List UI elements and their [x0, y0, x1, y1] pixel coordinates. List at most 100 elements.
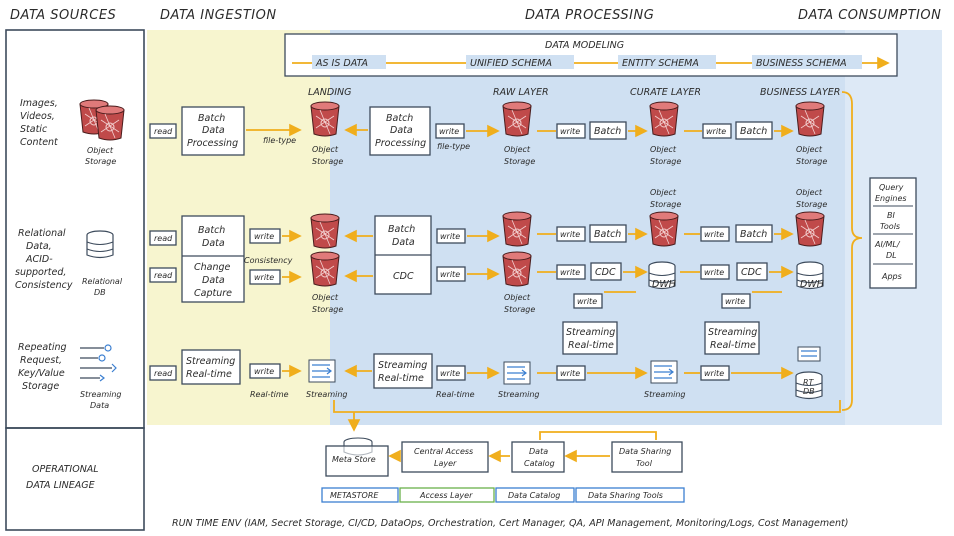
raw-write-row2b-label: write: [560, 268, 580, 277]
curate-streaming-rt-label: Streaming Real-time: [708, 327, 760, 351]
ingest-file-type-label: file-type: [263, 136, 296, 145]
proc-write-row1-label: write: [439, 127, 459, 136]
central-access-layer-box: [401, 441, 489, 473]
curate-streaming-label: Streaming: [644, 390, 686, 399]
data-catalog-box: [511, 441, 565, 473]
query-engines-label: Query Engines: [875, 183, 907, 203]
raw-batch-row2-label: Batch: [594, 229, 621, 240]
ingest-consistency-label: Consistency: [244, 256, 293, 265]
curate-write-row2c: [721, 293, 751, 309]
header-data-ingestion: DATA INGESTION: [160, 8, 277, 23]
batch-data-processing-label: Batch Data Processing: [187, 113, 238, 149]
ingest-streaming-label: Streaming Real-time: [186, 356, 238, 380]
curate-write-row3-label: write: [704, 369, 724, 378]
proc-cdc-label: CDC: [393, 271, 414, 282]
raw-streaming-rt-box: [562, 321, 618, 355]
ingest-cdc-label: Change Data Capture: [194, 262, 233, 299]
curate-write-row2b: [700, 264, 730, 280]
ingest-write-row2b-label: write: [254, 273, 274, 282]
raw-write-row2a-label: write: [560, 230, 580, 239]
unified-schema-label: UNIFIED SCHEMA: [470, 58, 552, 69]
business-layer-label: BUSINESS LAYER: [760, 87, 840, 98]
proc-real-time-label: Real-time: [436, 390, 475, 399]
raw-object-storage-row1-icon: [502, 101, 532, 137]
ingest-read-row2a: [149, 230, 177, 246]
curate-streaming-icon: [650, 360, 678, 384]
ingest-read-row3-label: read: [154, 369, 173, 378]
proc-write-row2b: [436, 266, 466, 282]
legend-metastore-label: METASTORE: [330, 491, 379, 500]
business-schema-label: BUSINESS SCHEMA: [756, 58, 847, 69]
landing-streaming-icon: [308, 359, 336, 383]
proc-batch-dp-box: [369, 106, 431, 156]
raw-batch-row1-label: Batch: [594, 126, 621, 137]
source-row1-text: Images, Videos, Static Content: [20, 98, 61, 148]
curate-write-row1-label: write: [706, 127, 726, 136]
source-streaming-data-label: Streaming Data: [80, 390, 124, 410]
batch-data-processing-box: [181, 106, 245, 156]
source-relational-db-label: Relational DB: [82, 277, 125, 297]
ai-ml-dl-label: AI/ML/ DL: [874, 240, 902, 260]
proc-batch-dp-label: Batch Data Processing: [375, 113, 426, 149]
landing-object-storage-row2-label: Object Storage: [312, 293, 343, 314]
raw-write-row2b: [556, 264, 586, 280]
legend-data-sharing-tools: [575, 487, 685, 503]
raw-streaming-rt-label: Streaming Real-time: [566, 327, 618, 351]
proc-write-row1: [435, 123, 465, 139]
curate-layer-label: CURATE LAYER: [630, 87, 701, 98]
raw-batch-row1: [589, 121, 627, 140]
raw-cdc-row2-label: CDC: [595, 267, 616, 278]
source-row2-text: Relational Data, ACID- supported, Consis…: [15, 228, 73, 291]
curate-batch-row1: [735, 121, 773, 140]
lineage-frame: [5, 427, 145, 531]
data-sharing-tool-box: [611, 441, 683, 473]
curate-object-storage-row2-label: Object Storage: [650, 188, 681, 209]
curate-write-row2a-label: write: [704, 230, 724, 239]
header-data-sources: DATA SOURCES: [10, 8, 116, 23]
meta-store-label: Meta Store: [332, 455, 376, 464]
as-is-data-label: AS IS DATA: [315, 58, 368, 69]
header-data-processing: DATA PROCESSING: [525, 8, 654, 23]
raw-write-row3: [556, 365, 586, 381]
business-rt-db-label: RT DB: [803, 378, 816, 396]
raw-write-row3-label: write: [560, 369, 580, 378]
curate-object-storage-row1-icon: [649, 101, 679, 137]
curate-cdc-row2: [736, 262, 768, 281]
business-object-storage-row1-icon: [795, 101, 825, 137]
raw-streaming-label: Streaming: [498, 390, 540, 399]
curate-write-row2a: [700, 226, 730, 242]
ingest-write-row2a-label: write: [254, 232, 274, 241]
landing-object-storage-row2a-icon: [310, 213, 340, 249]
proc-write-row3: [436, 365, 466, 381]
ingest-write-row2a: [249, 228, 281, 244]
raw-layer-label: RAW LAYER: [493, 87, 549, 98]
curate-cdc-row2-label: CDC: [741, 267, 762, 278]
raw-write-row2c: [573, 293, 603, 309]
curate-dwh-label: DWH: [652, 279, 676, 290]
data-modeling-title: DATA MODELING: [545, 40, 624, 51]
source-relational-db-icon: [86, 230, 114, 259]
proc-write-row3-label: write: [440, 369, 460, 378]
ingest-write-row3: [249, 363, 281, 379]
business-rt-db-icon: [795, 346, 823, 400]
business-object-storage-row2-label: Object Storage: [796, 188, 827, 209]
raw-object-storage-row2a-icon: [502, 211, 532, 247]
proc-write-row2a-label: write: [440, 232, 460, 241]
proc-write-row2a: [436, 228, 466, 244]
curate-write-row2b-label: write: [704, 268, 724, 277]
raw-write-row1-label: write: [560, 127, 580, 136]
raw-batch-row2: [589, 224, 627, 243]
consumption-tools-box: [869, 177, 917, 289]
data-sharing-tool-label: Data Sharing Tool: [619, 447, 674, 468]
runtime-env-footer: RUN TIME ENV (IAM, Secret Storage, CI/CD…: [172, 518, 848, 529]
curate-batch-row2-label: Batch: [740, 229, 767, 240]
central-access-layer-label: Central Access Layer: [414, 447, 476, 468]
curate-write-row1: [702, 123, 732, 139]
ingest-real-time-label: Real-time: [250, 390, 289, 399]
data-modeling-panel: DATA MODELING AS IS DATA UNIFIED SCHEMA …: [284, 33, 898, 77]
header-data-consumption: DATA CONSUMPTION: [798, 8, 941, 23]
ingest-read-row2b-label: read: [154, 271, 173, 280]
ingest-read-row3: [149, 365, 177, 381]
ingest-streaming-box: [181, 349, 241, 385]
